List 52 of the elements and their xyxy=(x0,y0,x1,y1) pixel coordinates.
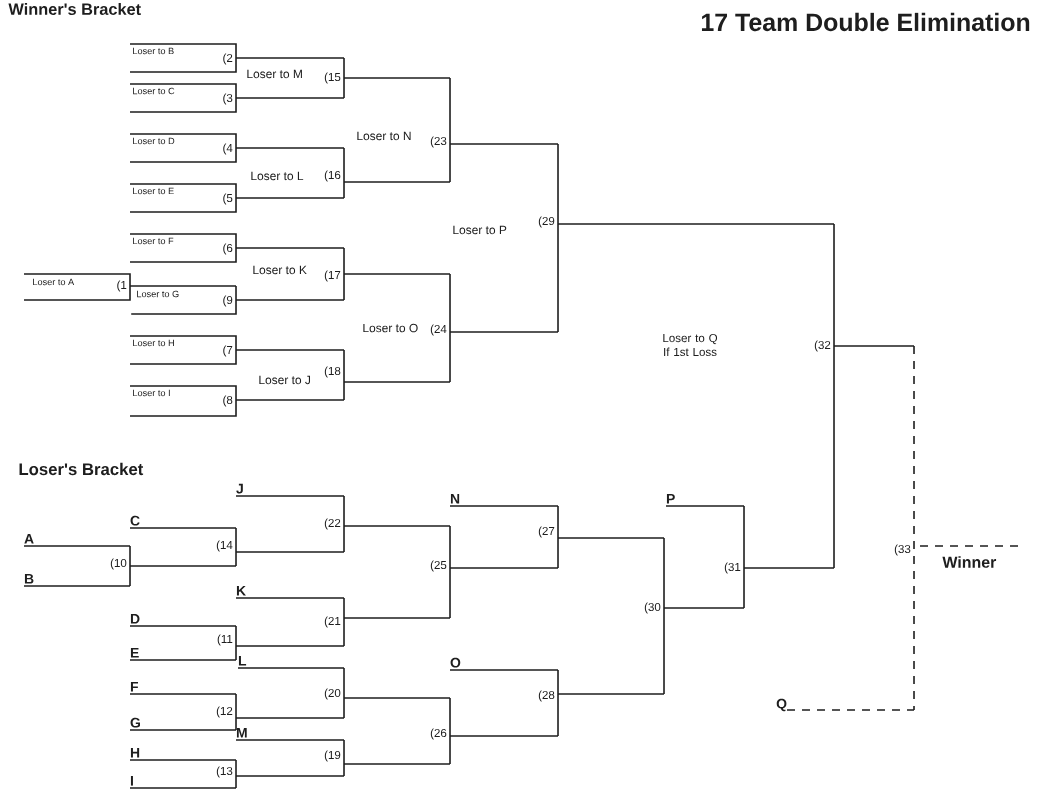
bracket-line xyxy=(235,495,345,497)
bracket-line xyxy=(129,659,237,661)
bracket-line xyxy=(235,57,345,59)
bracket-line xyxy=(129,625,237,627)
bracket-line xyxy=(786,709,915,711)
bracket-line xyxy=(449,735,559,737)
bracket-line xyxy=(23,545,131,547)
bracket-line xyxy=(557,537,665,539)
bracket-line xyxy=(129,565,237,567)
bracket-line xyxy=(343,697,451,699)
bracket-line xyxy=(743,567,835,569)
bracket-line xyxy=(343,617,451,619)
bracket-line xyxy=(343,381,451,383)
bracket-line xyxy=(449,331,559,333)
bracket-line xyxy=(343,525,451,527)
bracket-line xyxy=(235,551,345,553)
bracket-line xyxy=(235,739,345,741)
bracket-line xyxy=(665,505,745,507)
bracket-line xyxy=(129,729,237,731)
bracket-line xyxy=(235,299,345,301)
bracket-line xyxy=(343,181,451,183)
bracket-line xyxy=(449,143,559,145)
bracket-line xyxy=(23,585,131,587)
bracket-line xyxy=(235,775,345,777)
bracket-line xyxy=(663,607,745,609)
section-heading: Loser's Bracket xyxy=(19,462,144,476)
bracket-line xyxy=(235,197,345,199)
bracket-line xyxy=(449,505,559,507)
bracket-line xyxy=(237,667,345,669)
bracket-line xyxy=(129,787,237,789)
bracket-line xyxy=(833,345,915,347)
bracket-line xyxy=(449,669,559,671)
bracket-line xyxy=(129,527,237,529)
bracket-line xyxy=(235,717,345,719)
bracket-line xyxy=(343,763,451,765)
bracket-line xyxy=(129,285,237,287)
title: 17 Team Double Elimination xyxy=(701,12,1030,32)
bracket-line xyxy=(557,693,665,695)
bracket-line xyxy=(235,399,345,401)
bracket-line xyxy=(235,645,345,647)
bracket-line xyxy=(235,349,345,351)
bracket-line xyxy=(343,77,451,79)
bracket-line xyxy=(235,97,345,99)
bracket-line xyxy=(235,147,345,149)
bracket-line xyxy=(129,759,237,761)
bracket-line xyxy=(343,273,451,275)
bracket-line xyxy=(235,247,345,249)
bracket-line xyxy=(129,693,237,695)
bracket-line xyxy=(557,223,835,225)
bracket-line xyxy=(235,597,345,599)
section-heading: Winner's Bracket xyxy=(8,3,141,15)
bracket-line xyxy=(449,567,559,569)
